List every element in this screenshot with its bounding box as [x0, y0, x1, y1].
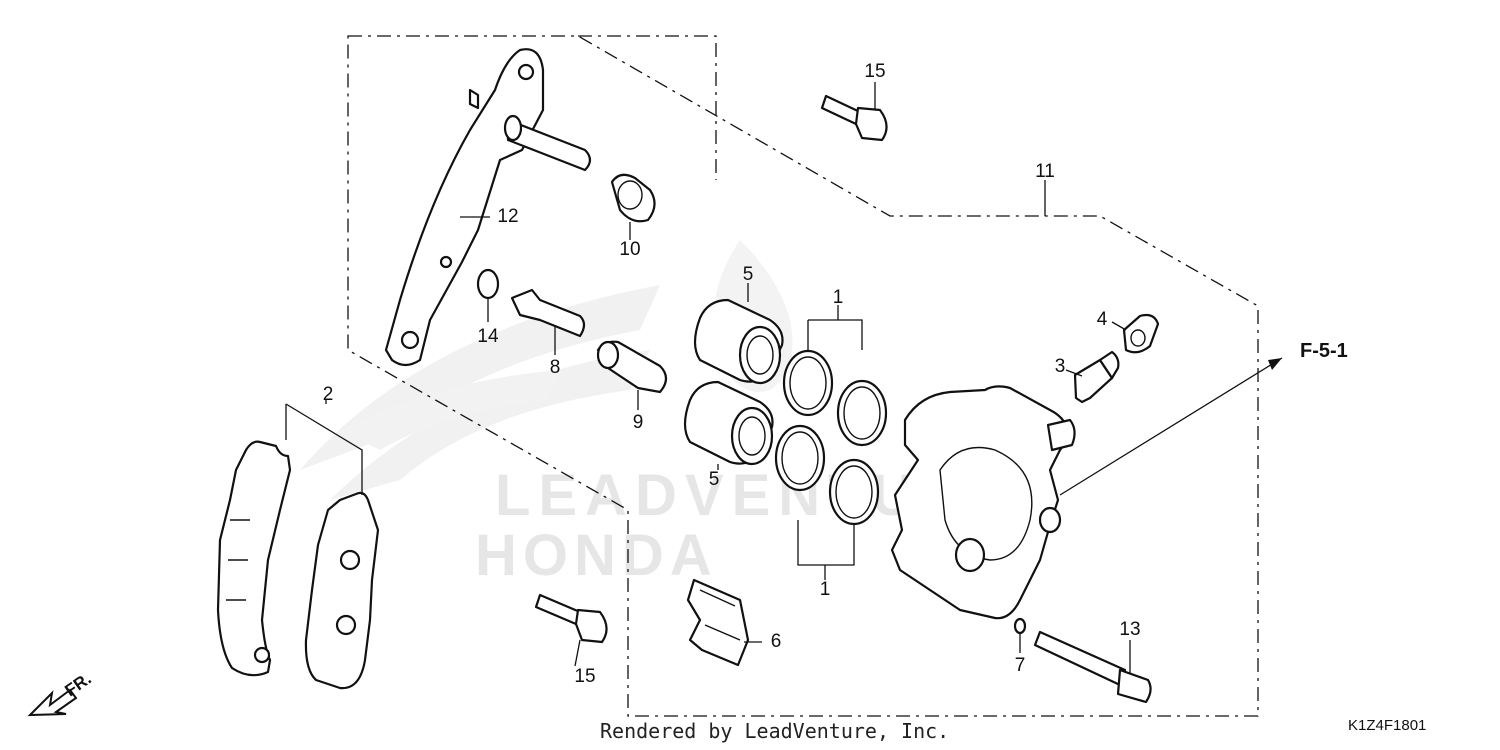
bolt-15-bottom[interactable] [534, 593, 608, 644]
brake-pad-left[interactable] [216, 440, 292, 677]
bolt-15-top[interactable] [820, 94, 888, 142]
callout-9[interactable]: 9 [633, 412, 644, 433]
callout-5-bottom[interactable]: 5 [709, 469, 720, 490]
callout-4[interactable]: 4 [1097, 309, 1108, 330]
callout-8[interactable]: 8 [550, 357, 561, 378]
callout-15-bottom[interactable]: 15 [574, 666, 595, 687]
piston-upper[interactable] [693, 298, 784, 385]
caliper-assembly-outline [347, 35, 1259, 717]
callout-11[interactable]: 11 [1035, 161, 1055, 182]
diagram-code: K1Z4F1801 [1348, 717, 1426, 734]
callout-15-top[interactable]: 15 [864, 61, 885, 82]
callout-2[interactable]: 2 [323, 384, 334, 405]
callout-7[interactable]: 7 [1015, 655, 1026, 676]
slide-pin-8[interactable] [510, 288, 586, 338]
brake-pad-right[interactable] [304, 491, 380, 690]
front-direction-arrow: FR. [27, 669, 95, 717]
boot-10[interactable] [610, 173, 656, 223]
caliper-body[interactable] [890, 385, 1076, 620]
callout-1-top[interactable]: 1 [833, 287, 844, 308]
reference-link[interactable]: F-5-1 [1300, 340, 1348, 362]
boot-9[interactable] [596, 340, 668, 394]
watermark-logo-text: HONDA [475, 523, 718, 588]
bleed-screw[interactable] [1073, 350, 1120, 404]
pin-bolt[interactable] [1033, 630, 1152, 704]
callout-1-bottom[interactable]: 1 [820, 579, 831, 600]
pad-spring[interactable] [686, 578, 750, 667]
bleed-cap[interactable] [1122, 313, 1160, 354]
callout-3[interactable]: 3 [1055, 356, 1066, 377]
callout-13[interactable]: 13 [1119, 619, 1140, 640]
callout-12[interactable]: 12 [497, 206, 518, 227]
leader-lines [285, 82, 1283, 674]
washer-7[interactable] [1013, 617, 1027, 635]
callout-14[interactable]: 14 [477, 326, 499, 347]
piston-lower[interactable] [683, 380, 774, 466]
piston-seals[interactable] [774, 349, 888, 526]
callout-5-top[interactable]: 5 [743, 264, 754, 285]
callout-6[interactable]: 6 [771, 631, 782, 652]
callouts: 1 1 2 3 4 5 5 6 7 8 9 10 11 12 13 14 15 … [323, 61, 1141, 687]
washer-14[interactable] [476, 268, 500, 300]
callout-10[interactable]: 10 [619, 239, 640, 260]
caliper-bracket[interactable] [384, 48, 592, 367]
footer-credit: Rendered by LeadVenture, Inc. [600, 719, 949, 743]
caliper-assembly-outline-notch [578, 35, 717, 180]
